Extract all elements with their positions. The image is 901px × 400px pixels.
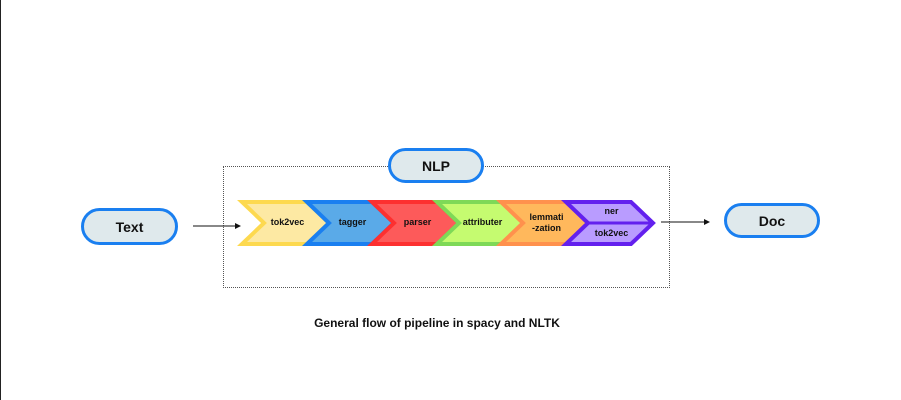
- nlp-node: NLP: [388, 148, 484, 183]
- pipeline-step-label: tagger: [338, 217, 367, 227]
- pipeline-step-label: lemmati -zation: [529, 212, 564, 233]
- pipeline-step-label: tok2vec: [270, 217, 305, 227]
- pipeline-step-label: parser: [403, 217, 432, 227]
- text-node: Text: [81, 208, 178, 245]
- caption: General flow of pipeline in spacy and NL…: [314, 316, 560, 330]
- pipeline-step-label: ner: [604, 206, 619, 216]
- page-border: [0, 0, 1, 400]
- pipeline-step-label: tok2vec: [594, 228, 629, 238]
- pipeline-step-label: attributer: [462, 217, 503, 227]
- doc-node: Doc: [724, 203, 820, 238]
